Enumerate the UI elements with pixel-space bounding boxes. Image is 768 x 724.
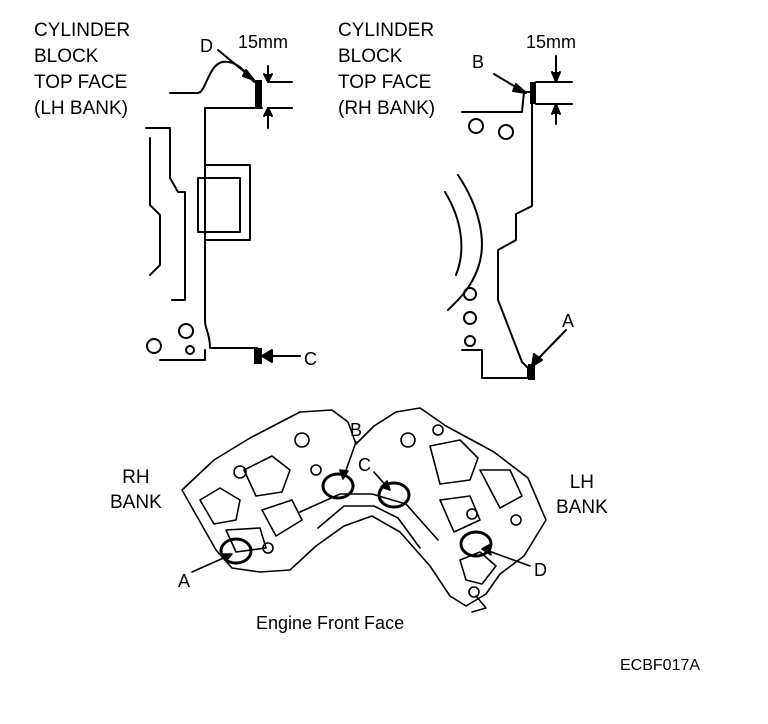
engine-point-d-label: D <box>534 560 547 580</box>
engine-point-b-label: B <box>350 420 363 440</box>
rh-bank-title: CYLINDER BLOCK TOP FACE (RH BANK) <box>338 20 436 119</box>
rh-point-b-label: B <box>472 52 485 72</box>
engine-lh-bank-label: LH BANK <box>556 472 608 518</box>
engine-point-a-label: A <box>178 571 191 591</box>
lh-point-d-label: D <box>200 36 213 56</box>
rh-block-section <box>444 55 573 379</box>
engine-point-circles <box>219 472 493 565</box>
lh-bank-title: CYLINDER BLOCK TOP FACE (LH BANK) <box>34 20 131 119</box>
lh-block-section <box>145 49 301 363</box>
engine-front-face-drawing <box>181 407 547 613</box>
engine-point-leaders <box>191 441 531 573</box>
lh-point-c-label: C <box>304 349 317 369</box>
lh-dim-label: 15mm <box>238 32 289 52</box>
figure-code: ECBF017A <box>620 657 701 674</box>
engine-rh-bank-label: RH BANK <box>110 467 162 513</box>
engine-point-c-label: C <box>358 455 371 475</box>
rh-point-a-label: A <box>562 311 575 331</box>
rh-dim-label: 15mm <box>526 32 577 52</box>
engine-caption: Engine Front Face <box>256 613 405 633</box>
